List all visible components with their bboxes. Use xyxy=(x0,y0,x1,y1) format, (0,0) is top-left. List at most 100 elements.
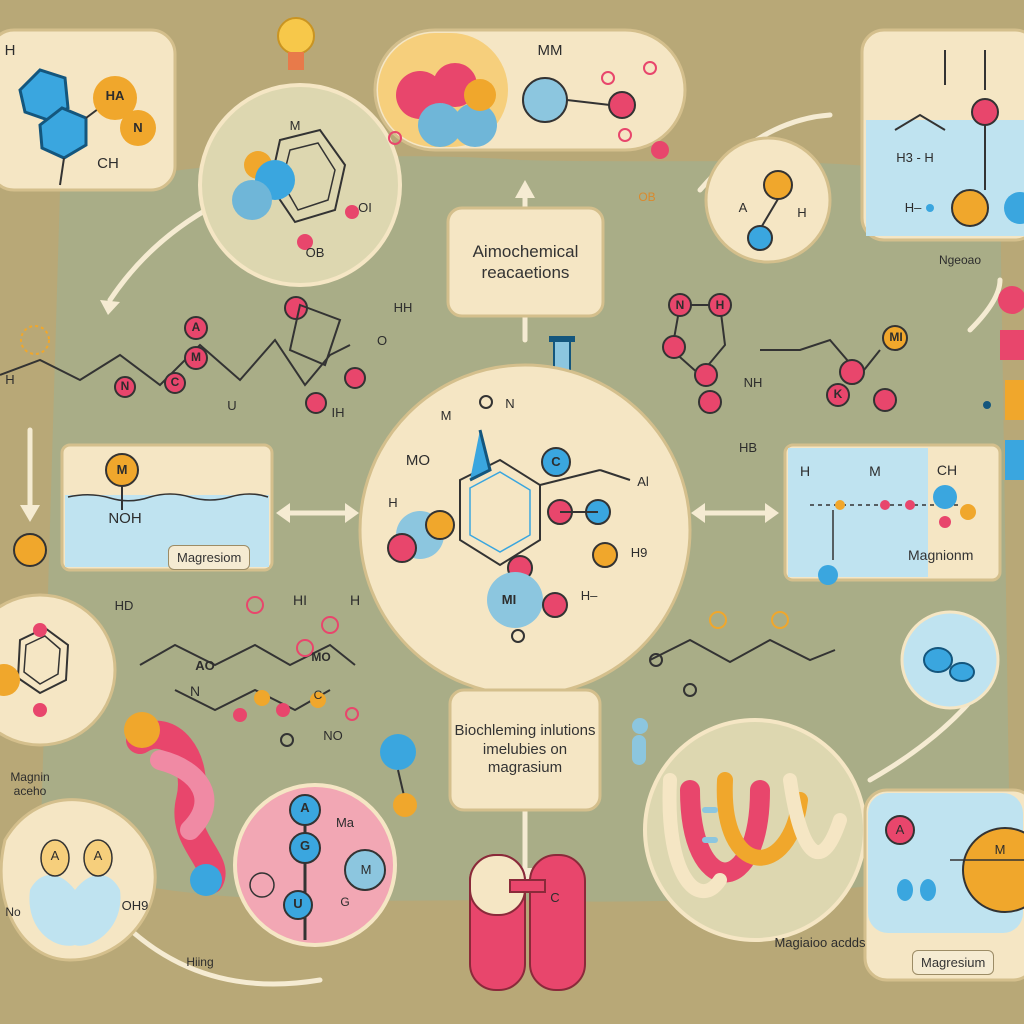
card-center-top-text: Aimochemical reacaetions xyxy=(472,241,579,282)
molecule-top-right xyxy=(894,50,1024,227)
atom-label-lm-ao: AO xyxy=(195,658,215,673)
arrowhead-right-a xyxy=(691,503,705,523)
molecule-right-blue xyxy=(923,647,975,682)
arrowhead-left-a xyxy=(276,503,290,523)
atom-label-c2-oi: OI xyxy=(358,200,372,215)
atom-label-tr-h: H– xyxy=(904,200,922,215)
atom-label-c2-ob: OB xyxy=(305,245,325,260)
arrowhead-up xyxy=(515,180,535,198)
atom-label-bot-oh: OH9 xyxy=(121,898,149,913)
molecule-top-center xyxy=(388,61,669,159)
atom-bottom-left-a1 xyxy=(40,839,70,877)
atom-orange-2 xyxy=(120,110,156,146)
atom-label-center-h9: H9 xyxy=(630,545,648,560)
atom-label-br-a: A xyxy=(895,822,905,837)
atom-label-ring-g: G xyxy=(299,838,311,853)
atom-label-ring-g2: G xyxy=(340,895,350,909)
atom-label-right-a: A xyxy=(738,200,748,215)
capsule-bottom xyxy=(469,854,586,991)
molecule-top-left xyxy=(18,68,156,186)
label-ngeno: Ngeoao xyxy=(938,253,982,267)
atom-label-mid-u: U xyxy=(227,398,237,413)
atom-label-tl-n: N xyxy=(133,120,143,135)
atom-label-center-m: M xyxy=(440,408,452,423)
molecule-dna xyxy=(662,772,847,898)
molecule-right-box xyxy=(810,485,976,585)
arrowhead-left-down xyxy=(20,505,40,522)
atom-label-bot-a1: A xyxy=(50,848,60,863)
molecule-bottom-right xyxy=(885,815,1024,913)
atom-label-center-h: H xyxy=(388,495,398,510)
atom-label-rbox-h: H xyxy=(799,463,811,479)
arrowhead-left-b xyxy=(345,503,359,523)
atom-label-rmol-k: K xyxy=(833,387,843,401)
card-center-top: Aimochemical reacaetions xyxy=(448,208,603,316)
right-edge-shapes xyxy=(983,286,1024,480)
card-center-bottom: Biochleming inlutions imelubies on magra… xyxy=(450,690,600,810)
molecule-benzene xyxy=(232,128,359,250)
atom-label-lm-hi: HI xyxy=(293,592,307,608)
atom-label-center-mi: MI xyxy=(501,592,517,607)
label-magnesium-right: Magnionm xyxy=(908,547,974,563)
atom-label-left-noh: NOH xyxy=(108,510,142,527)
bond-2 xyxy=(59,157,65,186)
arrowhead-right-b xyxy=(765,503,779,523)
atom-label-lm-mo: MO xyxy=(311,650,331,664)
water-surface xyxy=(67,493,269,502)
atom-label-hb-right: HB xyxy=(738,440,758,455)
atom-label-bot-no: No xyxy=(5,905,21,919)
atom-label-mid-h: H xyxy=(5,372,15,387)
atom-label-center-mo: MO xyxy=(405,452,431,469)
ring-blue-2 xyxy=(38,106,88,160)
atom-label-mid-o: O xyxy=(376,333,388,348)
atom-label-mid-hh: HH xyxy=(393,300,413,315)
panel-right-water-fill xyxy=(788,448,928,577)
blob-blue-bottom-left xyxy=(29,875,121,946)
molecule-right-mid xyxy=(662,293,908,414)
atom-label-ob-top: ОB xyxy=(638,190,656,204)
atom-label-tr-h3: H3 - H xyxy=(896,150,934,165)
atom-label-lm-h: H xyxy=(349,592,361,608)
circle-panel-right-top xyxy=(704,136,832,264)
atom-bottom-left-a2 xyxy=(83,839,113,877)
atom-label-right-h: H xyxy=(797,205,807,220)
molecule-right-top xyxy=(747,170,793,251)
atom-label-tl-h: H xyxy=(4,42,16,59)
panel-top-right-water xyxy=(866,120,1024,236)
arrow-curve-bottomleft xyxy=(117,917,323,987)
molecule-pink-circle xyxy=(249,794,386,940)
atom-label-ncl-c: C xyxy=(550,890,560,905)
label-magnesium-acids: Magiaioo acdds xyxy=(774,935,866,950)
atom-label-rmol-mi: MI xyxy=(889,330,903,344)
arrow-curve-topleft xyxy=(107,202,218,303)
atom-label-c2-m: M xyxy=(289,118,301,133)
molecule-left-ring xyxy=(0,623,70,717)
atom-label-ring-m: M xyxy=(360,862,372,877)
molecule-lower-mid-left xyxy=(139,596,359,747)
circle-panel-left-ring xyxy=(0,593,117,747)
atom-label-lm-n: N xyxy=(189,683,201,699)
arrow-curve-right xyxy=(967,277,1003,333)
atom-label-rmol-nh: NH xyxy=(743,375,763,390)
label-hing: Hiing xyxy=(186,955,214,969)
atom-label-mid-c: C xyxy=(170,375,180,389)
molecule-twist-left xyxy=(124,712,226,896)
atom-label-bot-a2: A xyxy=(93,848,103,863)
atom-label-mid-m: M xyxy=(191,350,201,364)
label-top-mm: MM xyxy=(537,42,563,59)
atom-label-ring-a: A xyxy=(300,800,310,815)
atom-label-no-mid: NO xyxy=(323,728,343,743)
circle-panel-pink xyxy=(233,783,397,947)
atom-label-center-hb: H– xyxy=(580,588,598,603)
arrowhead-topleft xyxy=(100,300,120,315)
molecule-lower-right-chain xyxy=(649,611,836,697)
atom-label-left-m: M xyxy=(116,462,128,477)
atom-label-center-al: Al xyxy=(637,474,649,489)
card-center-bottom-bg xyxy=(448,688,602,812)
atom-label-rmol-h: H xyxy=(715,298,725,312)
label-magnin-left: Magnin aceho xyxy=(10,770,50,798)
molecule-blue-drop xyxy=(380,734,417,817)
atom-orange-1 xyxy=(93,76,137,120)
card-center-bottom-text: Biochleming inlutions imelubies on magra… xyxy=(454,721,596,777)
